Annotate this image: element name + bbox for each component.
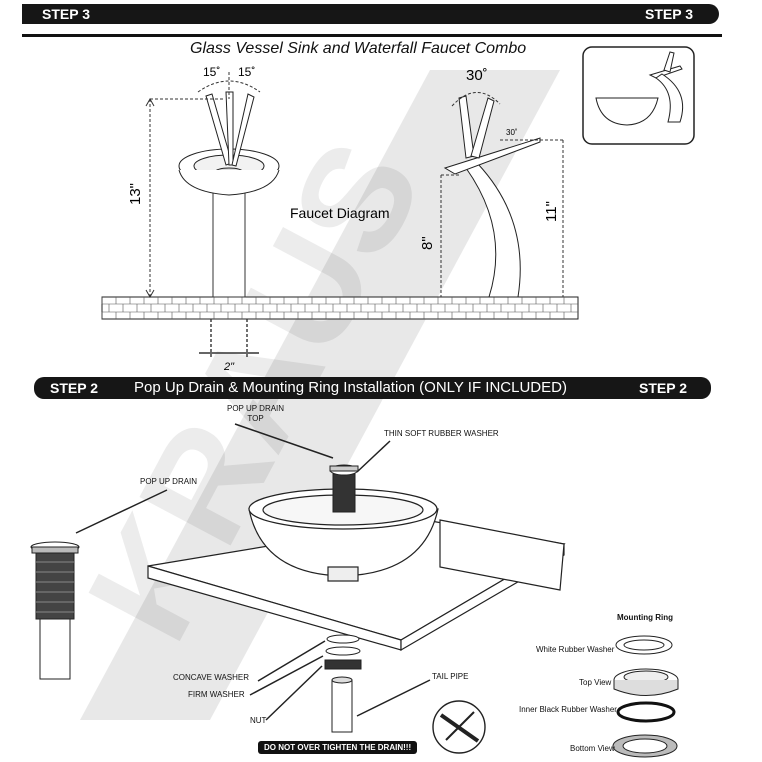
angle-arc-30 xyxy=(451,92,501,107)
angle-30-small-label: 30˚ xyxy=(506,128,518,137)
step2-label-right: STEP 2 xyxy=(639,380,687,396)
faucet-diagram-label: Faucet Diagram xyxy=(290,205,390,221)
dim-8-label: 8" xyxy=(419,236,436,250)
mounting-ring-top-view xyxy=(613,668,679,696)
label-white-rubber-washer: White Rubber Washer xyxy=(536,645,615,654)
combo-thumbnail xyxy=(582,46,695,145)
step3-title: Glass Vessel Sink and Waterfall Faucet C… xyxy=(190,40,527,57)
angle-30-label: 30˚ xyxy=(466,67,488,84)
leader-arrows xyxy=(75,423,431,721)
step2-label-left: STEP 2 xyxy=(50,380,98,396)
label-top-view: Top View xyxy=(579,678,612,687)
label-bottom-view: Bottom View xyxy=(570,744,615,753)
angle-15-right-label: 15˚ xyxy=(238,65,255,79)
step3-label-right: STEP 3 xyxy=(645,6,693,22)
dim-11-label: 11" xyxy=(543,201,560,222)
dim-2-label: 2" xyxy=(223,361,235,373)
mounting-ring-title: Mounting Ring xyxy=(617,613,673,622)
dimension-8-line xyxy=(440,174,460,297)
label-pop-up-drain: POP UP DRAIN xyxy=(140,477,198,486)
dimension-13-line xyxy=(145,97,225,299)
waterfall-faucet-side-view xyxy=(443,95,541,298)
label-pop-up-drain-top: POP UP DRAIN TOP xyxy=(227,404,285,423)
vessel-bowl xyxy=(248,488,439,582)
label-inner-black-rubber-washer: Inner Black Rubber Washer xyxy=(519,705,617,714)
dim-13-label: 13" xyxy=(127,183,144,205)
drain-top-in-bowl xyxy=(329,464,359,513)
label-nut: NUT xyxy=(250,716,267,725)
step3-header-bar: STEP 3 STEP 3 xyxy=(22,4,719,24)
dimension-11-line xyxy=(500,139,564,297)
angle-15-left-label: 15˚ xyxy=(203,65,220,79)
pop-up-drain-part xyxy=(30,541,80,680)
label-firm-washer: FIRM WASHER xyxy=(188,690,245,699)
vessel-sink-front-view xyxy=(178,148,280,298)
faucet-handle-front xyxy=(205,91,255,167)
step3-label-left: STEP 3 xyxy=(42,6,90,22)
mounting-ring-inner-black-washer xyxy=(616,701,676,723)
mounting-ring-white-washer xyxy=(615,635,673,655)
label-concave-washer: CONCAVE WASHER xyxy=(173,673,250,682)
step2-header-bar: STEP 2 Pop Up Drain & Mounting Ring Inst… xyxy=(34,377,711,399)
countertop-brick-strip xyxy=(101,296,579,320)
washer-stack xyxy=(324,634,362,733)
label-tail-pipe: TAIL PIPE xyxy=(432,672,469,681)
angle-arc-15 xyxy=(197,72,261,99)
dimension-2-line xyxy=(199,319,259,357)
step3-divider xyxy=(22,34,722,37)
step2-title: Pop Up Drain & Mounting Ring Installatio… xyxy=(134,379,567,396)
mounting-ring-bottom-view xyxy=(612,734,678,758)
label-thin-soft-rubber-washer: THIN SOFT RUBBER WASHER xyxy=(384,429,499,438)
no-wrench-warning-icon xyxy=(432,700,486,754)
warning-banner: DO NOT OVER TIGHTEN THE DRAIN!!! xyxy=(258,741,418,754)
